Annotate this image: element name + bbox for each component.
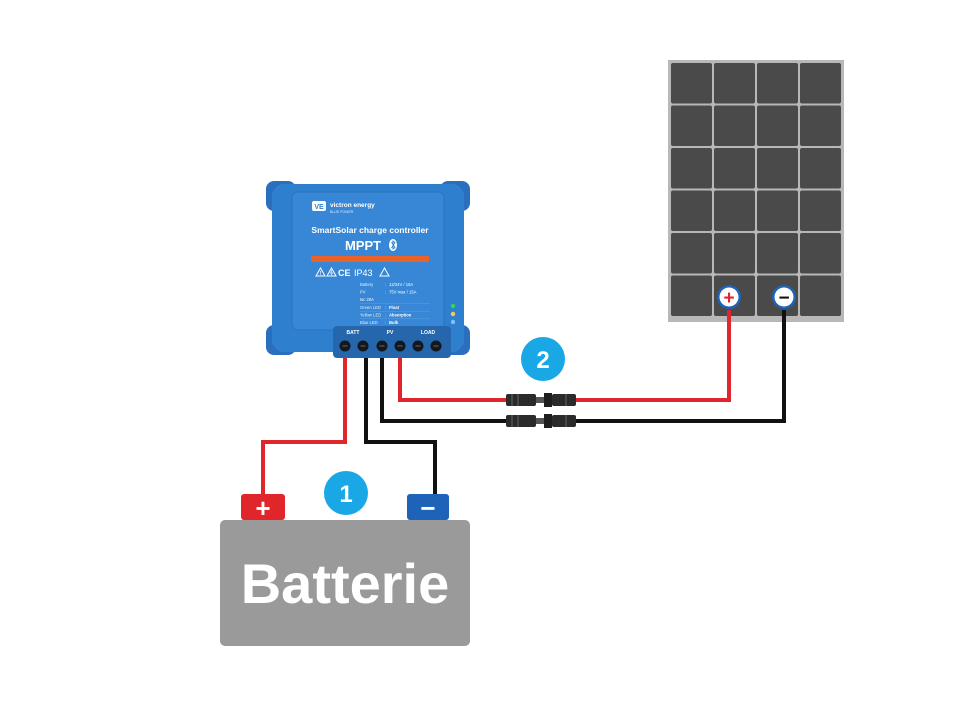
solar-cell bbox=[671, 63, 712, 104]
controller-ip-rating: IP43 bbox=[354, 268, 373, 278]
controller-model-line: SmartSolar charge controller bbox=[311, 225, 429, 235]
bluetooth-icon bbox=[389, 239, 397, 251]
solar-cell bbox=[800, 63, 841, 104]
solar-cell bbox=[714, 233, 755, 274]
recycle-icon bbox=[379, 266, 390, 277]
spec-label: Blue LED bbox=[360, 320, 378, 325]
battery: + − Batterie bbox=[220, 493, 470, 646]
panel-minus-label: − bbox=[778, 288, 789, 309]
mc4-connector-positive bbox=[506, 393, 576, 407]
solar-cell bbox=[671, 148, 712, 189]
marker-2: 2 bbox=[521, 337, 565, 381]
spec-label: Battery bbox=[360, 282, 374, 287]
spec-label: Green LED bbox=[360, 305, 381, 310]
spec-separator: : bbox=[385, 282, 386, 287]
pv-positive-wire-controller-side bbox=[398, 358, 508, 402]
battery-body bbox=[220, 520, 470, 646]
green-led-icon bbox=[450, 303, 456, 309]
mc4-connectors bbox=[506, 393, 576, 428]
marker-1-label: 1 bbox=[339, 481, 352, 508]
terminal-label-load: LOAD bbox=[421, 330, 436, 336]
solar-cell bbox=[671, 275, 712, 316]
pv-negative-wire-panel-side bbox=[575, 310, 786, 423]
terminal-label-batt: BATT bbox=[347, 330, 360, 336]
warning-icon: ! bbox=[315, 266, 326, 277]
battery-positive-wire bbox=[261, 358, 347, 500]
mc4-connector-negative bbox=[506, 414, 576, 428]
ce-mark-icon: CE bbox=[338, 268, 351, 278]
yellow-led-icon bbox=[450, 311, 456, 317]
solar-cell bbox=[671, 105, 712, 146]
panel-plus-label: + bbox=[723, 288, 734, 309]
battery-negative-wire bbox=[364, 358, 437, 500]
spec-separator: : bbox=[385, 320, 386, 325]
controller-terminal-screws bbox=[339, 340, 442, 352]
spec-separator: : bbox=[385, 305, 386, 310]
solar-panel: + − bbox=[668, 60, 844, 322]
solar-cell bbox=[757, 63, 798, 104]
blue-led-icon bbox=[450, 319, 456, 325]
spec-value: Float bbox=[389, 305, 400, 310]
solar-panel-cells bbox=[671, 63, 841, 316]
battery-label: Batterie bbox=[241, 552, 450, 615]
victron-logo: VE bbox=[312, 201, 326, 211]
spec-value: 75V max / 15A bbox=[389, 290, 417, 295]
solar-cell bbox=[714, 63, 755, 104]
solar-cell bbox=[714, 105, 755, 146]
terminal-label-pv: PV bbox=[387, 330, 394, 336]
marker-1: 1 bbox=[324, 471, 368, 515]
solar-cell bbox=[757, 190, 798, 231]
solar-cell bbox=[800, 190, 841, 231]
solar-cell bbox=[757, 148, 798, 189]
solar-cell bbox=[757, 233, 798, 274]
panel-plus-terminal: + bbox=[717, 285, 741, 309]
solar-cell bbox=[800, 148, 841, 189]
electrical-warning-icon bbox=[326, 266, 337, 277]
spec-separator: : bbox=[385, 290, 386, 295]
spec-label: PV bbox=[360, 290, 366, 295]
battery-minus-label: − bbox=[420, 493, 435, 523]
panel-minus-terminal: − bbox=[772, 285, 796, 309]
battery-plus-post bbox=[241, 494, 285, 520]
pv-negative-wire-controller-side bbox=[380, 358, 508, 423]
svg-text:VE: VE bbox=[314, 204, 324, 211]
solar-cell bbox=[800, 105, 841, 146]
wires bbox=[261, 310, 786, 500]
battery-minus-post bbox=[407, 494, 449, 520]
controller-orange-stripe bbox=[311, 256, 429, 262]
solar-cell bbox=[714, 190, 755, 231]
controller-brand-sub: BLUE POWER bbox=[330, 210, 354, 214]
svg-text:!: ! bbox=[320, 271, 322, 277]
controller-brand: victron energy bbox=[330, 202, 375, 209]
solar-cell bbox=[714, 148, 755, 189]
solar-cell bbox=[800, 233, 841, 274]
solar-cell bbox=[671, 233, 712, 274]
marker-2-label: 2 bbox=[536, 347, 549, 374]
spec-value: Isc 20A bbox=[360, 297, 374, 302]
solar-cell bbox=[757, 105, 798, 146]
pv-positive-wire-panel-side bbox=[575, 310, 731, 402]
controller-model: MPPT bbox=[345, 238, 381, 253]
spec-value: Bulk bbox=[389, 320, 399, 325]
charge-controller: VE victron energy BLUE POWER SmartSolar … bbox=[266, 181, 470, 358]
battery-plus-label: + bbox=[255, 493, 270, 523]
spec-value: 12/24V / 15A bbox=[389, 282, 413, 287]
spec-value: Absorption bbox=[389, 312, 412, 317]
solar-cell bbox=[800, 275, 841, 316]
spec-label: Yellow LED bbox=[360, 312, 381, 317]
spec-separator: : bbox=[385, 312, 386, 317]
solar-cell bbox=[671, 190, 712, 231]
